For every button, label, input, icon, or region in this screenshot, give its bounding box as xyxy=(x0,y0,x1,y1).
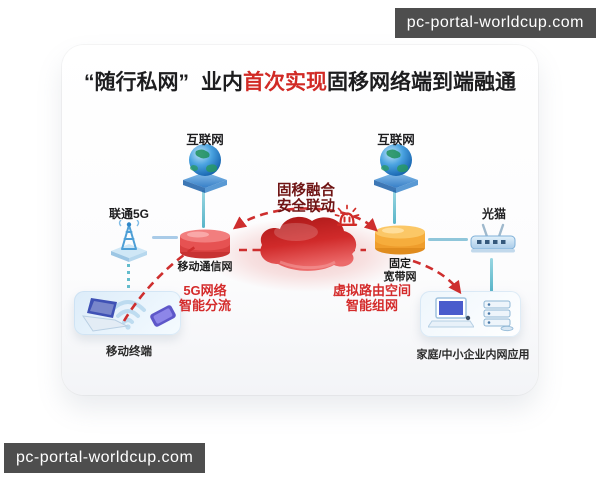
watermark-bottom: pc-portal-worldcup.com xyxy=(4,443,206,473)
5g-offload-note-line2: 智能分流 xyxy=(178,298,231,313)
fixed-network-label-line2: 宽带网 xyxy=(383,271,417,283)
mobile-network-cylinder xyxy=(177,228,233,265)
laptop-icon xyxy=(77,295,133,338)
mobile-network-label: 移动通信网 xyxy=(177,261,233,273)
fixed-network-label-line1: 固定 xyxy=(389,258,411,270)
router-icon xyxy=(466,222,520,263)
page-title: “随行私网” 业内首次实现固移网络端到端融通 xyxy=(62,66,538,96)
home-intranet-label: 家庭/中小企业内网应用 xyxy=(416,349,530,361)
title-suffix: 固移网络端到端融通 xyxy=(327,71,516,94)
unicom-5g-label: 联通5G xyxy=(108,207,149,221)
cloud-caption-line2: 安全联动 xyxy=(277,199,335,215)
fixed-network-cylinder xyxy=(372,224,428,261)
internet-left-label: 互联网 xyxy=(186,133,224,147)
home-intranet-panel xyxy=(420,291,521,337)
fixed-network-label: 固定 宽带网 xyxy=(360,258,440,284)
virtual-routing-note: 虚拟路由空间 智能组网 xyxy=(310,283,434,313)
5g-offload-note: 5G网络 智能分流 xyxy=(155,283,255,313)
virtual-routing-note-line1: 虚拟路由空间 xyxy=(332,283,411,298)
title-prefix: 业内 xyxy=(201,71,243,94)
virtual-routing-note-line2: 智能组网 xyxy=(345,298,398,313)
internet-right-label: 互联网 xyxy=(377,133,415,147)
watermark-top: pc-portal-worldcup.com xyxy=(394,8,596,38)
globe-icon-left xyxy=(176,143,234,198)
mobile-terminal-label: 移动终端 xyxy=(106,346,152,358)
title-quoted: “随行私网” xyxy=(84,71,189,94)
title-highlight: 首次实现 xyxy=(243,71,327,94)
5g-offload-note-line1: 5G网络 xyxy=(183,283,227,298)
link-tower-mobile xyxy=(152,236,178,239)
globe-icon-right xyxy=(367,143,425,198)
desktop-laptop-icon xyxy=(427,296,475,338)
server-icon xyxy=(482,298,514,337)
link-fixed-router xyxy=(428,238,468,241)
cloud-caption: 固移融合 安全联动 xyxy=(246,183,366,215)
link-internet-fixed xyxy=(393,190,396,224)
cloud-caption-line1: 固移融合 xyxy=(277,183,335,199)
optical-modem-label: 光猫 xyxy=(481,207,506,221)
link-router-home xyxy=(490,258,493,292)
link-internet-mobile xyxy=(202,190,205,228)
5g-tower-icon xyxy=(106,219,152,269)
